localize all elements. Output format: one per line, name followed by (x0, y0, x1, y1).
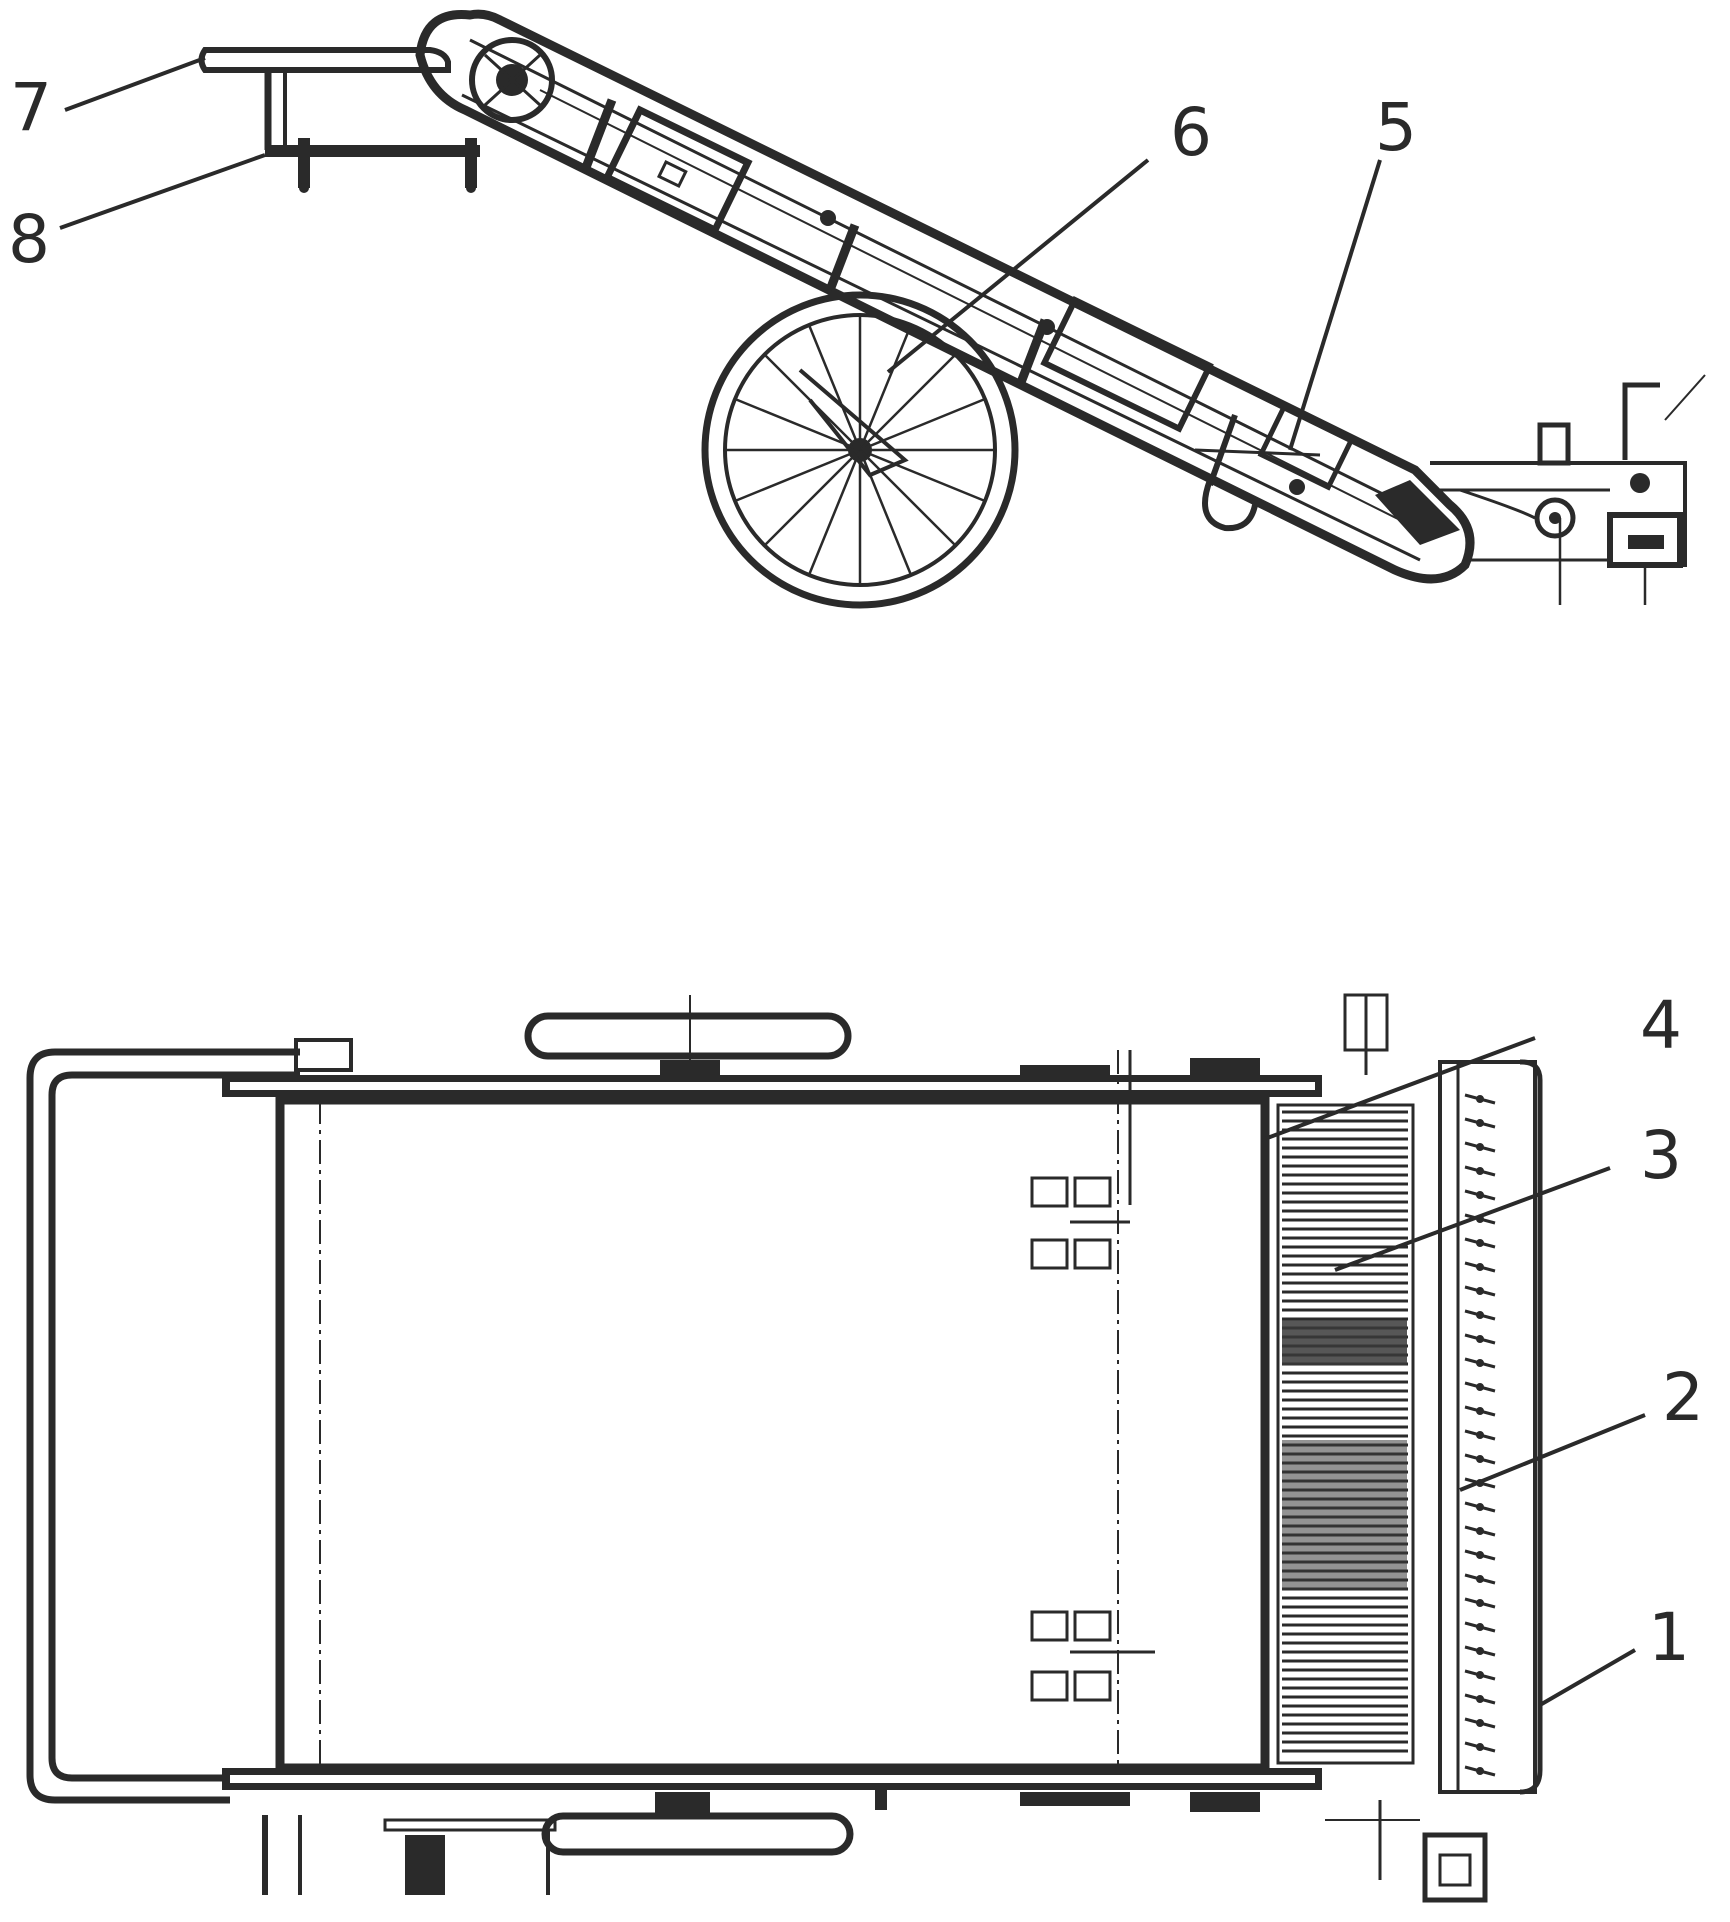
tine-bolt (1476, 1335, 1484, 1343)
tine-bolt (1476, 1359, 1484, 1367)
tine-bolt (1476, 1743, 1484, 1751)
callout-label-6: 6 (1170, 94, 1212, 171)
tine-bolt (1476, 1095, 1484, 1103)
ground-wheel (701, 291, 1019, 609)
tine-bolt (1476, 1695, 1484, 1703)
callout-3: 3 (1334, 1117, 1682, 1272)
rail-fittings (1020, 1058, 1260, 1812)
tine-bolt (1476, 1311, 1484, 1319)
drive-pulley-top (524, 995, 852, 1075)
tine-bolt (1476, 1407, 1484, 1415)
hitch-assembly (1430, 374, 1706, 605)
support-bar (265, 138, 480, 193)
tine-bolt (1476, 1527, 1484, 1535)
callout-label-7: 7 (10, 69, 52, 146)
tine-bolt (1476, 1455, 1484, 1463)
callout-label-8: 8 (8, 201, 50, 278)
tine-bolt (1476, 1239, 1484, 1247)
tine-bolt (1476, 1167, 1484, 1175)
tine-bolt (1476, 1383, 1484, 1391)
side-view: 7 8 6 5 (8, 9, 1706, 609)
callout-4: 4 (1261, 987, 1682, 1142)
drive-pulley-bottom (262, 1790, 887, 1895)
tension-rollers (1030, 1176, 1155, 1702)
callout-label-2: 2 (1662, 1359, 1704, 1436)
tine-bolt (1476, 1647, 1484, 1655)
tine-bolt (1476, 1287, 1484, 1295)
inclined-conveyor-frame (415, 9, 1475, 584)
callout-8: 8 (8, 153, 266, 278)
tine-bolt (1476, 1551, 1484, 1559)
tine-bolt (1476, 1191, 1484, 1199)
handle-loop (26, 1038, 353, 1804)
callout-label-1: 1 (1648, 1599, 1690, 1676)
tine-bolt (1476, 1143, 1484, 1151)
tine-bolt (1476, 1503, 1484, 1511)
tine-bolt (1476, 1263, 1484, 1271)
main-frame (222, 1050, 1322, 1790)
callout-1: 1 (1538, 1599, 1690, 1707)
tine-bolt (1476, 1599, 1484, 1607)
tine-bolt (1476, 1767, 1484, 1775)
callout-2: 2 (1459, 1359, 1704, 1492)
slat-conveyor (1276, 1103, 1415, 1765)
top-view: 4 3 2 1 (26, 987, 1704, 1903)
callout-label-4: 4 (1640, 987, 1682, 1064)
tine-bolt (1476, 1575, 1484, 1583)
callout-label-5: 5 (1375, 89, 1417, 166)
callout-label-3: 3 (1640, 1117, 1682, 1194)
tine-bolt (1476, 1623, 1484, 1631)
callout-7: 7 (10, 56, 206, 146)
tine-bolt (1476, 1119, 1484, 1127)
callout-5: 5 (1288, 89, 1417, 451)
tine-bolt (1476, 1431, 1484, 1439)
callout-6: 6 (886, 94, 1212, 374)
tine-bolt (1476, 1671, 1484, 1679)
handle-bar (198, 47, 451, 150)
digging-shovel (1325, 993, 1543, 1903)
tine-bolt (1476, 1719, 1484, 1727)
